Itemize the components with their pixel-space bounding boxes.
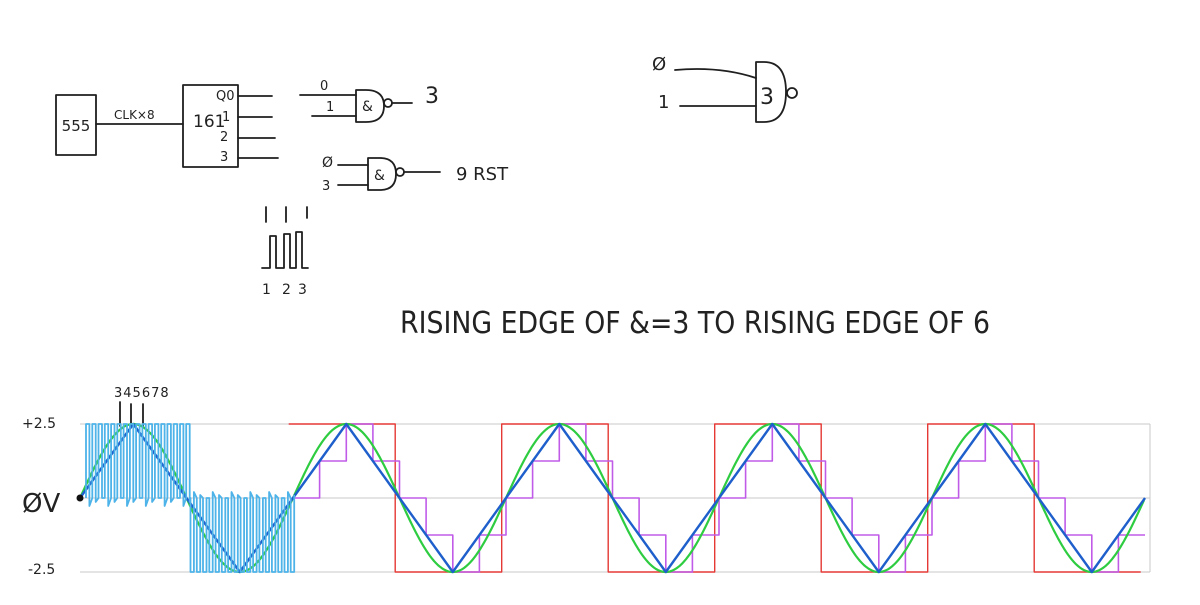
gate1-output: 3 bbox=[425, 84, 439, 109]
pulse-label-1: 1 bbox=[262, 282, 271, 298]
gate1-symbol: & bbox=[362, 99, 373, 115]
nand-gate-1: 0 1 & 3 bbox=[300, 79, 439, 122]
gate1-input-1: 1 bbox=[326, 100, 334, 115]
gate2-input-0: Ø bbox=[322, 155, 333, 171]
nand-gate-2: Ø 3 & 9 RST bbox=[322, 155, 509, 194]
y-tick-zero: ØV bbox=[22, 489, 60, 519]
timer-555: 555 bbox=[56, 95, 96, 155]
y-tick-plus: +2.5 bbox=[22, 416, 56, 432]
y-tick-minus: -2.5 bbox=[28, 562, 55, 578]
top-step-labels: 345678 bbox=[114, 386, 170, 401]
gate2-symbol: & bbox=[374, 168, 385, 184]
counter-pin-2: 2 bbox=[220, 130, 228, 145]
origin-dot bbox=[77, 495, 84, 502]
gate1-input-0: 0 bbox=[320, 79, 328, 94]
right-gate-input-0: Ø bbox=[652, 54, 666, 75]
pulse-sketch: 1 2 3 bbox=[262, 207, 308, 298]
clock-label: CLK×8 bbox=[114, 108, 155, 122]
counter-161: 161 Q0 1 2 3 bbox=[183, 85, 238, 167]
right-gate-input-1: 1 bbox=[658, 92, 669, 113]
counter-pin-q0: Q0 bbox=[216, 89, 235, 104]
counter-pin-1: 1 bbox=[222, 110, 230, 125]
gate2-input-1: 3 bbox=[322, 179, 330, 194]
counter-pin-3: 3 bbox=[220, 150, 228, 165]
gate2-output: 9 RST bbox=[456, 164, 509, 185]
rising-edge-note: RISING EDGE OF &=3 TO RISING EDGE OF 6 bbox=[400, 306, 990, 341]
right-gate-symbol: 3 bbox=[760, 85, 774, 110]
series-lightblue-burst bbox=[86, 424, 294, 572]
pulse-label-3: 3 bbox=[298, 282, 307, 298]
timer-label: 555 bbox=[62, 117, 91, 135]
waveform-chart: +2.5 ØV -2.5 345678 bbox=[22, 386, 1150, 578]
nand-gate-right: Ø 1 3 bbox=[652, 54, 797, 122]
pulse-label-2: 2 bbox=[282, 282, 291, 298]
counter-label: 161 bbox=[193, 112, 225, 132]
